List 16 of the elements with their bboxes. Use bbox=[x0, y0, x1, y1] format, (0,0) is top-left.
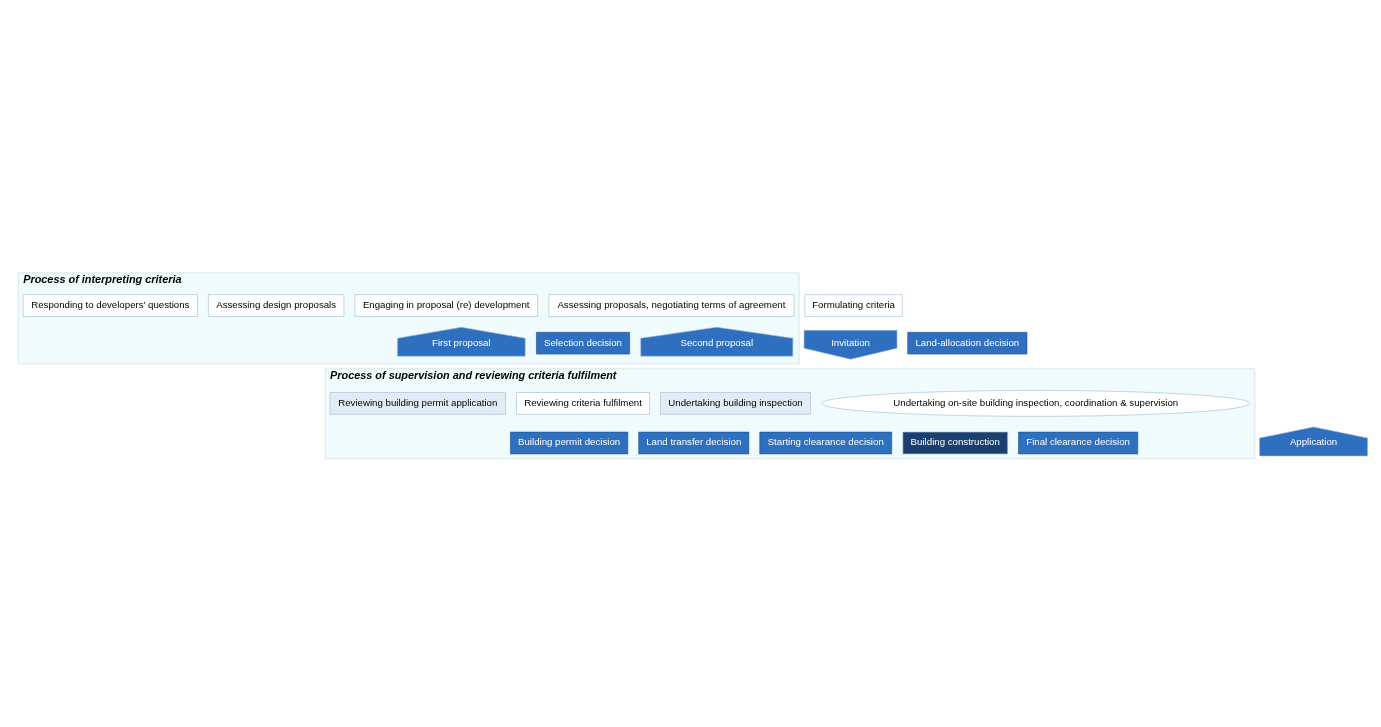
node-box: Starting clearance decision bbox=[759, 431, 892, 454]
node-box: Building permit decision bbox=[510, 431, 629, 454]
node-box: Formulating criteria bbox=[804, 293, 903, 317]
node-box: Land transfer decision bbox=[638, 431, 750, 454]
node-box: Final clearance decision bbox=[1018, 431, 1139, 454]
node-box: Reviewing building permit application bbox=[329, 391, 506, 415]
node-box: Undertaking building inspection bbox=[660, 391, 811, 415]
node-box: Assessing proposals, negotiating terms of agreement bbox=[548, 293, 795, 317]
node-box: Selection decision bbox=[536, 331, 630, 354]
node-box: Responding to developers’ questions bbox=[22, 293, 198, 317]
node-box: Reviewing criteria fulfilment bbox=[516, 391, 650, 415]
node-box: Assessing design proposals bbox=[208, 293, 345, 317]
node-box: Building construction bbox=[902, 431, 1008, 454]
node-box: Engaging in proposal (re) development bbox=[354, 293, 538, 317]
node-ellipse: Undertaking on-site building inspection, coordination & supervision bbox=[821, 389, 1251, 417]
node-box: Land-allocation decision bbox=[907, 331, 1028, 354]
